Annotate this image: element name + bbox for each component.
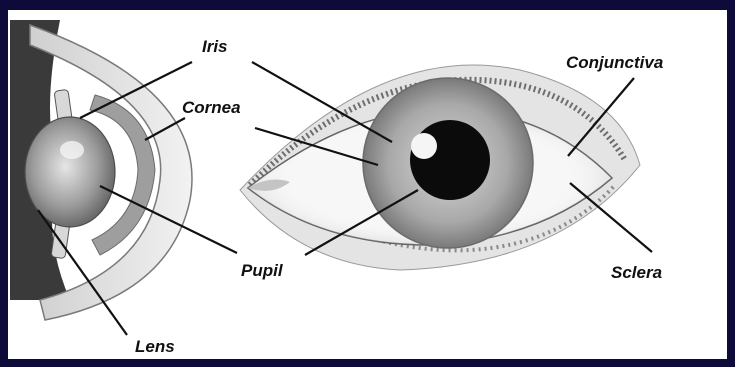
label-pupil: Pupil	[241, 261, 284, 280]
pupil-disk	[410, 120, 490, 200]
label-iris: Iris	[202, 37, 228, 56]
eye-cross-section	[10, 20, 192, 320]
label-conjunctiva: Conjunctiva	[566, 53, 663, 72]
label-sclera: Sclera	[611, 263, 662, 282]
label-lens: Lens	[135, 337, 175, 356]
eye-front-view	[240, 65, 640, 270]
label-cornea: Cornea	[182, 98, 241, 117]
lens-highlight	[60, 141, 84, 159]
pupil-highlight	[411, 133, 437, 159]
